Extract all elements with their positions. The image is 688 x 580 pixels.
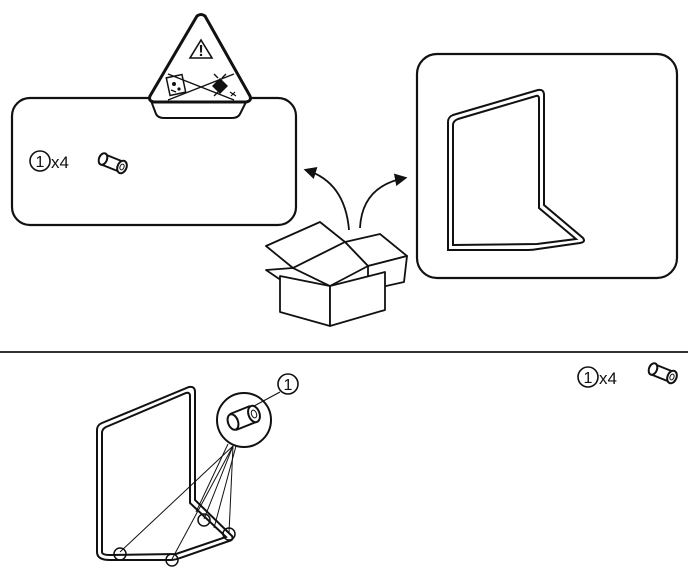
frame-panel <box>415 52 679 280</box>
tube-cap-icon <box>647 362 678 385</box>
step2-goal-frame-icon <box>96 385 234 561</box>
callout-leader-lines <box>119 443 237 560</box>
goal-frame-icon <box>447 88 585 251</box>
arrow-to-frame <box>359 173 408 229</box>
warning-label: ! <box>148 13 252 119</box>
part-quantity: x4 <box>51 153 69 172</box>
step2-parts-quantity: 1 x4 <box>577 366 617 388</box>
svg-text:1: 1 <box>284 377 293 394</box>
step2-part-number: 1 <box>584 370 593 387</box>
tube-end-markers <box>113 513 236 567</box>
arrow-to-parts <box>303 166 350 231</box>
tube-cap-icon <box>97 152 128 175</box>
warning-symbol: ! <box>198 43 203 60</box>
warning-triangle-icon <box>188 38 214 59</box>
open-box-icon <box>265 221 408 327</box>
callout-number: 1 <box>253 373 299 407</box>
parts-quantity: 1 x4 <box>29 150 69 172</box>
step2-part-quantity: x4 <box>599 369 617 388</box>
part-number: 1 <box>36 154 45 171</box>
no-cutting-icon <box>212 73 237 97</box>
callout-magnifier <box>216 392 272 448</box>
